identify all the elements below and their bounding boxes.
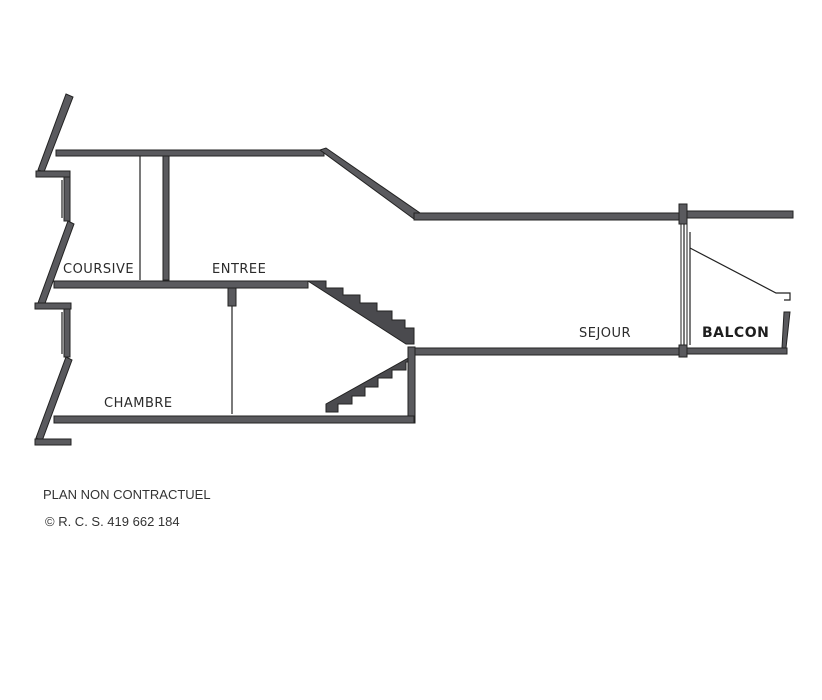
stair-upper — [306, 280, 415, 345]
room-label-balcon: BALCON — [702, 325, 769, 341]
upper-exterior-wall — [55, 147, 794, 225]
sejour-bottom-wall — [407, 344, 788, 424]
room-label-chambre: CHAMBRE — [104, 396, 173, 411]
middle-wall — [53, 280, 309, 414]
copyright-note: © R. C. S. 419 662 184 — [45, 514, 180, 529]
room-label-entree: ENTREE — [212, 262, 266, 277]
coursive-partition — [139, 155, 170, 281]
room-label-coursive: COURSIVE — [63, 262, 134, 277]
balcony-door — [680, 223, 691, 346]
stair-lower — [325, 355, 413, 413]
facade-wall-upper — [34, 93, 75, 310]
chambre-bottom-wall — [53, 415, 415, 424]
balcony-railing — [689, 247, 791, 349]
disclaimer-note: PLAN NON CONTRACTUEL — [43, 487, 211, 502]
facade-wall-lower — [34, 308, 73, 446]
room-label-sejour: SEJOUR — [579, 326, 631, 341]
